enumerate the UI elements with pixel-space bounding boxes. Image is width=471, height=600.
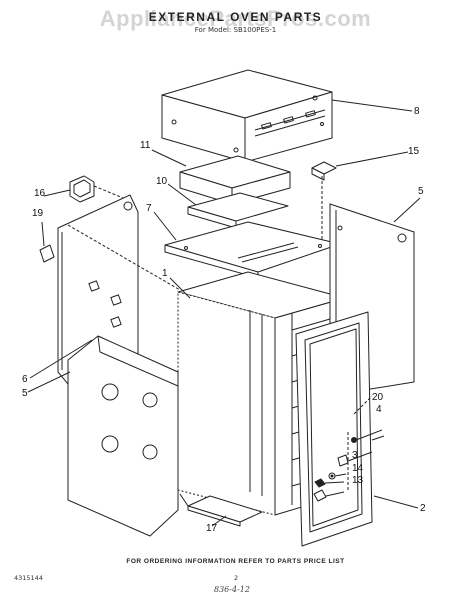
callout-5-left: 5 — [22, 388, 28, 399]
callout-1: 1 — [162, 268, 168, 279]
part-10-pad — [188, 193, 288, 228]
part-19-plate — [40, 245, 54, 262]
callout-13: 13 — [352, 475, 364, 486]
diagram-title: EXTERNAL OVEN PARTS — [148, 10, 323, 24]
part-16-bracket — [70, 176, 94, 202]
callout-10: 10 — [156, 176, 168, 187]
watermark: AppliancePartsPros.com — [99, 6, 372, 31]
part-5-front-left-panel — [68, 336, 178, 536]
callout-17: 17 — [206, 523, 218, 534]
callout-19: 19 — [32, 208, 44, 219]
document-number: 4315144 — [14, 574, 43, 582]
hardware-parts — [314, 430, 384, 501]
part-8-top-cover — [162, 70, 332, 162]
model-number: For Model: SB100PES-1 — [194, 26, 277, 34]
part-2-door-frame — [296, 312, 372, 546]
callout-5-right: 5 — [418, 186, 424, 197]
callout-4: 4 — [376, 404, 382, 415]
part-17-bottom-plate — [188, 496, 262, 526]
callout-14: 14 — [352, 463, 364, 474]
callout-2: 2 — [420, 503, 426, 514]
part-7-top-panel — [165, 222, 340, 278]
callout-6: 6 — [22, 374, 28, 385]
callout-16: 16 — [34, 188, 46, 199]
callout-11: 11 — [140, 140, 151, 151]
page-number: 2 — [234, 574, 239, 582]
callout-20: 20 — [372, 392, 384, 403]
part-left-side-panel — [58, 195, 138, 384]
callout-3: 3 — [352, 450, 358, 461]
callout-15: 15 — [408, 146, 420, 157]
callout-8: 8 — [414, 106, 420, 117]
handwritten-note: 836-4-12 — [214, 585, 250, 594]
ordering-note: FOR ORDERING INFORMATION REFER TO PARTS … — [126, 558, 345, 565]
part-15-bracket — [312, 162, 336, 180]
callout-7: 7 — [146, 203, 152, 214]
